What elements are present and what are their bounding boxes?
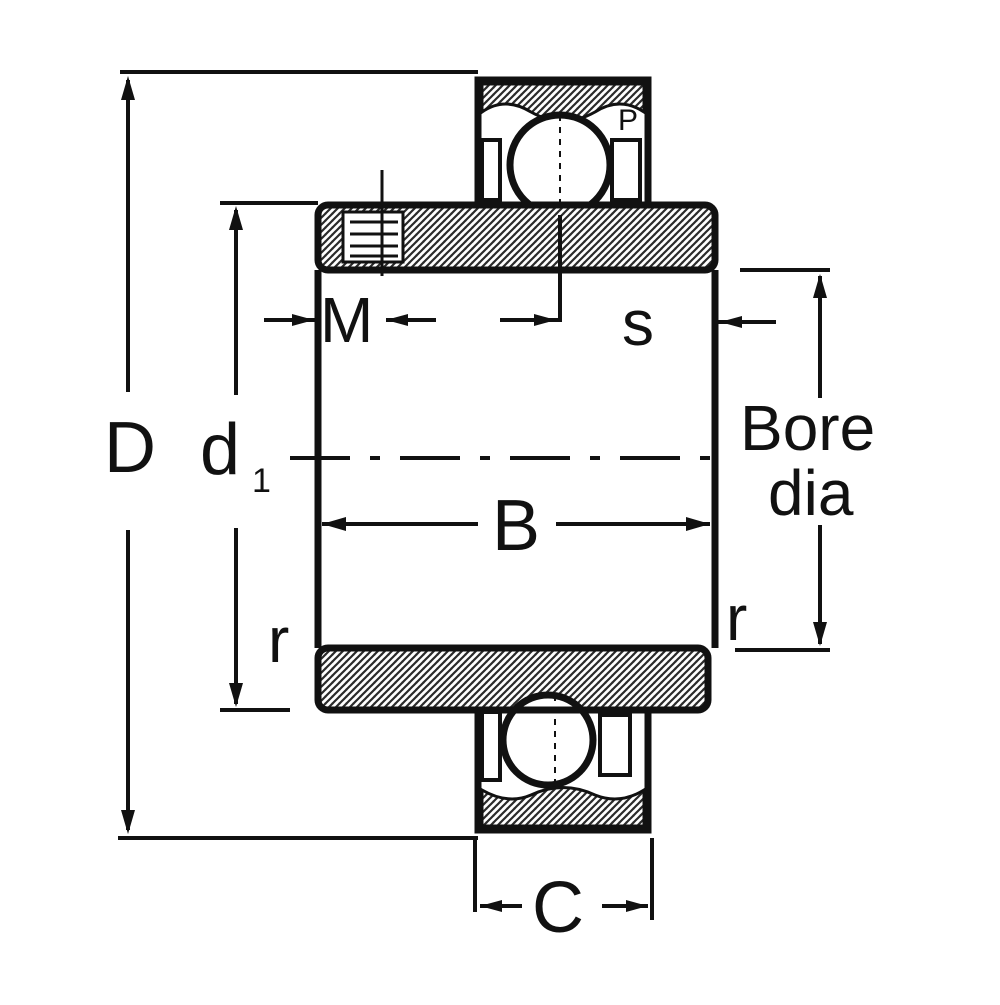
label-r-right: r [726, 582, 747, 654]
label-r-left: r [268, 604, 289, 676]
label-bore: Bore [740, 392, 875, 464]
dimension-bore-dia [735, 268, 830, 652]
outer-ring-bottom [474, 706, 652, 834]
label-dia: dia [768, 457, 854, 529]
svg-text:P: P [618, 104, 638, 137]
label-d1-subscript: 1 [252, 462, 271, 500]
ball-top [506, 111, 614, 219]
label-M: M [320, 284, 373, 356]
dimension-d1 [220, 201, 318, 712]
label-B: B [492, 486, 540, 566]
label-D: D [104, 408, 156, 488]
dimension-B [322, 517, 710, 531]
label-s: s [622, 287, 654, 359]
inner-ring-top [314, 201, 719, 274]
label-C: C [532, 868, 584, 948]
dimension-D [118, 70, 478, 840]
label-d1: d [200, 410, 240, 490]
dimension-M [264, 170, 436, 326]
inner-ring-bottom [314, 644, 712, 714]
dimension-s [500, 215, 776, 328]
dimension-C [473, 838, 654, 920]
